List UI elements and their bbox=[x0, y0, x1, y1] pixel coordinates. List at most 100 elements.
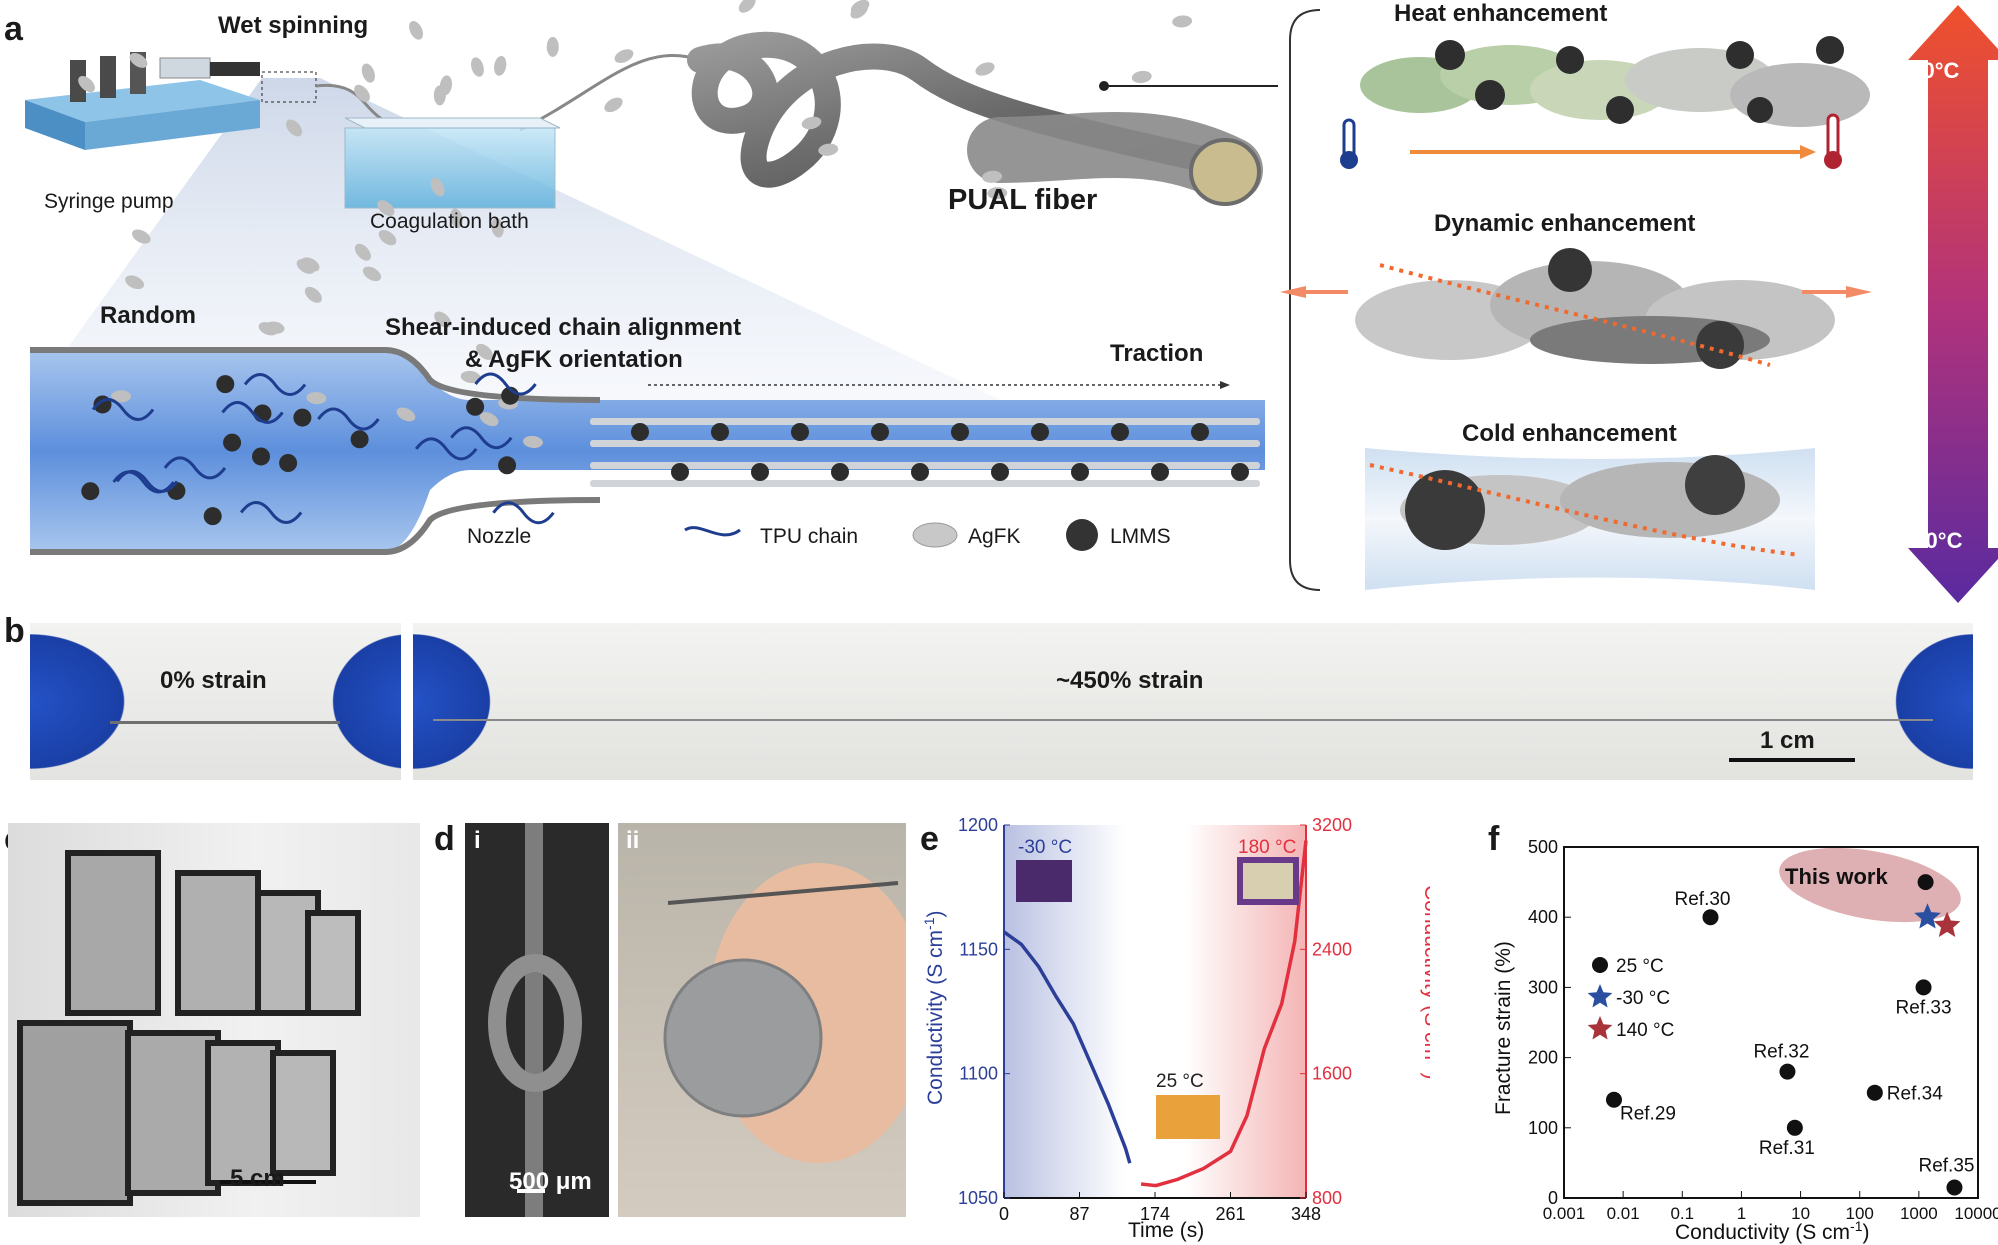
e-xtick-label: 0 bbox=[999, 1204, 1009, 1224]
e-ytick-left-label: 1100 bbox=[959, 1064, 998, 1084]
tpu-chain-label: TPU chain bbox=[760, 525, 859, 548]
lmms-icon bbox=[1066, 519, 1098, 551]
point-label: Ref.29 bbox=[1620, 1104, 1676, 1125]
zoom-fan bbox=[30, 78, 1000, 400]
wet-spinning-title: Wet spinning bbox=[218, 12, 369, 39]
panel-a-label: a bbox=[4, 10, 23, 48]
point-label: Ref.32 bbox=[1753, 1042, 1809, 1063]
series-cold-line bbox=[1002, 930, 1132, 1164]
pual-fiber-label: PUAL fiber bbox=[948, 184, 1098, 216]
f-xtick-label: 0.001 bbox=[1543, 1204, 1586, 1223]
syringe-pump-label: Syringe pump bbox=[44, 190, 174, 213]
coagulation-bath-label: Coagulation bath bbox=[370, 210, 529, 233]
data-point bbox=[1917, 874, 1934, 891]
point-label: Ref.35 bbox=[1918, 1155, 1974, 1176]
f-legend: 25 °C -30 °C 140 °C bbox=[1587, 956, 1674, 1041]
conductivity-time-chart: 0 87 174 261 348 1050 1100 1150 1200 800 1600 2400 3… bbox=[921, 815, 1430, 1242]
agfk-icon bbox=[912, 522, 958, 548]
point-label: Ref.33 bbox=[1896, 997, 1952, 1018]
inset-cold bbox=[1016, 860, 1072, 902]
e-xtick-label: 348 bbox=[1291, 1204, 1321, 1224]
temp-low-label: -30°C bbox=[1906, 528, 1963, 553]
e-ytick-left-label: 1200 bbox=[958, 815, 998, 835]
e-ytick-right-label: 3200 bbox=[1312, 815, 1352, 835]
shear-line1: Shear-induced chain alignment bbox=[385, 314, 742, 341]
shear-line2: & AgFK orientation bbox=[465, 346, 683, 373]
knitted-bag-photo bbox=[618, 823, 906, 1217]
strain0-photo bbox=[30, 623, 401, 780]
e-xtick-label: 174 bbox=[1140, 1204, 1170, 1224]
temp-high-label: 180°C bbox=[1898, 58, 1960, 83]
legend-marker-star bbox=[1587, 1016, 1613, 1040]
nozzle-label: Nozzle bbox=[467, 525, 532, 548]
e-xlabel: Time (s) bbox=[1128, 1219, 1204, 1242]
data-point bbox=[1786, 1119, 1803, 1136]
pual-fiber-coil bbox=[687, 31, 1243, 188]
this-work-label: This work bbox=[1785, 864, 1888, 889]
f-ytick-label: 200 bbox=[1528, 1048, 1558, 1068]
e-ytick-right-label: 2400 bbox=[1312, 939, 1352, 959]
f-xtick-label: 0.01 bbox=[1607, 1204, 1640, 1223]
dynamic-enhancement-label: Dynamic enhancement bbox=[1434, 210, 1696, 237]
data-point bbox=[1915, 979, 1932, 996]
data-point bbox=[1779, 1063, 1796, 1080]
label-hot: 180 °C bbox=[1238, 837, 1296, 858]
stretching-label: Stretching bbox=[1901, 241, 1932, 370]
scalebar-1cm bbox=[1729, 758, 1855, 762]
strain450-label: ~450% strain bbox=[1056, 667, 1204, 694]
f-ytick-label: 100 bbox=[1528, 1118, 1558, 1138]
f-xlabel: Conductivity (S cm-1) bbox=[1675, 1218, 1870, 1244]
agfk-label: AgFK bbox=[968, 525, 1021, 548]
panel-d-label: d bbox=[434, 820, 455, 858]
e-ylabel-left: Conductivity (S cm-1) bbox=[921, 911, 947, 1106]
inset-hot bbox=[1237, 857, 1299, 905]
data-point bbox=[1605, 1091, 1622, 1108]
cold-enhancement-label: Cold enhancement bbox=[1462, 420, 1677, 447]
e-ytick-right-label: 800 bbox=[1312, 1188, 1342, 1208]
tpu-chain-icon bbox=[684, 526, 741, 537]
traction-label: Traction bbox=[1110, 340, 1204, 367]
e-xtick-label: 261 bbox=[1215, 1204, 1245, 1224]
aligned-lmms bbox=[631, 423, 1249, 481]
sub-i-label: i bbox=[474, 827, 481, 854]
label-cold: -30 °C bbox=[1018, 837, 1072, 858]
panel-e-label: e bbox=[920, 820, 939, 858]
e-ytick-right-label: 1600 bbox=[1312, 1064, 1352, 1084]
temperature-stretch-arrow bbox=[1908, 5, 1998, 603]
nozzle-channel bbox=[30, 350, 1265, 552]
legend-label: 25 °C bbox=[1616, 956, 1664, 977]
enhancement-mechanisms bbox=[1280, 5, 1998, 603]
panel-b-label: b bbox=[4, 612, 25, 650]
point-label: Ref.31 bbox=[1759, 1138, 1815, 1159]
series-heating-line bbox=[1140, 840, 1308, 1188]
legend-marker-star bbox=[1587, 984, 1613, 1008]
heat-enhancement-label: Heat enhancement bbox=[1394, 0, 1608, 27]
data-point bbox=[1946, 1179, 1963, 1196]
random-label: Random bbox=[100, 302, 196, 329]
e-ytick-left-label: 1150 bbox=[959, 939, 998, 959]
e-ytick-left-label: 1050 bbox=[958, 1188, 998, 1208]
f-xtick-label: 10000 bbox=[1954, 1204, 1998, 1223]
sub-ii-label: ii bbox=[626, 827, 640, 854]
data-point-star bbox=[1933, 911, 1961, 937]
legend-marker bbox=[1592, 957, 1608, 973]
scale-5cm-label: 5 cm bbox=[230, 1165, 285, 1192]
f-ytick-label: 500 bbox=[1528, 837, 1558, 857]
heat-illustration bbox=[1340, 36, 1870, 169]
strain0-label: 0% strain bbox=[160, 667, 267, 694]
wet-spinning-illustration bbox=[25, 0, 1278, 555]
e-xtick-label: 87 bbox=[1069, 1204, 1089, 1224]
sem-knot-photo bbox=[465, 823, 609, 1217]
data-point bbox=[1702, 909, 1719, 926]
legend-label: -30 °C bbox=[1616, 988, 1670, 1009]
f-ylabel: Fracture strain (%) bbox=[1492, 941, 1515, 1115]
point-label: Ref.30 bbox=[1675, 889, 1731, 910]
data-point bbox=[1866, 1084, 1883, 1101]
panel-f-label: f bbox=[1488, 820, 1500, 858]
point-label: Ref.34 bbox=[1887, 1084, 1943, 1105]
f-ytick-label: 300 bbox=[1528, 977, 1558, 997]
f-xtick-label: 100 bbox=[1846, 1204, 1874, 1223]
legend-label: 140 °C bbox=[1616, 1020, 1674, 1041]
inset-rt bbox=[1156, 1095, 1220, 1139]
